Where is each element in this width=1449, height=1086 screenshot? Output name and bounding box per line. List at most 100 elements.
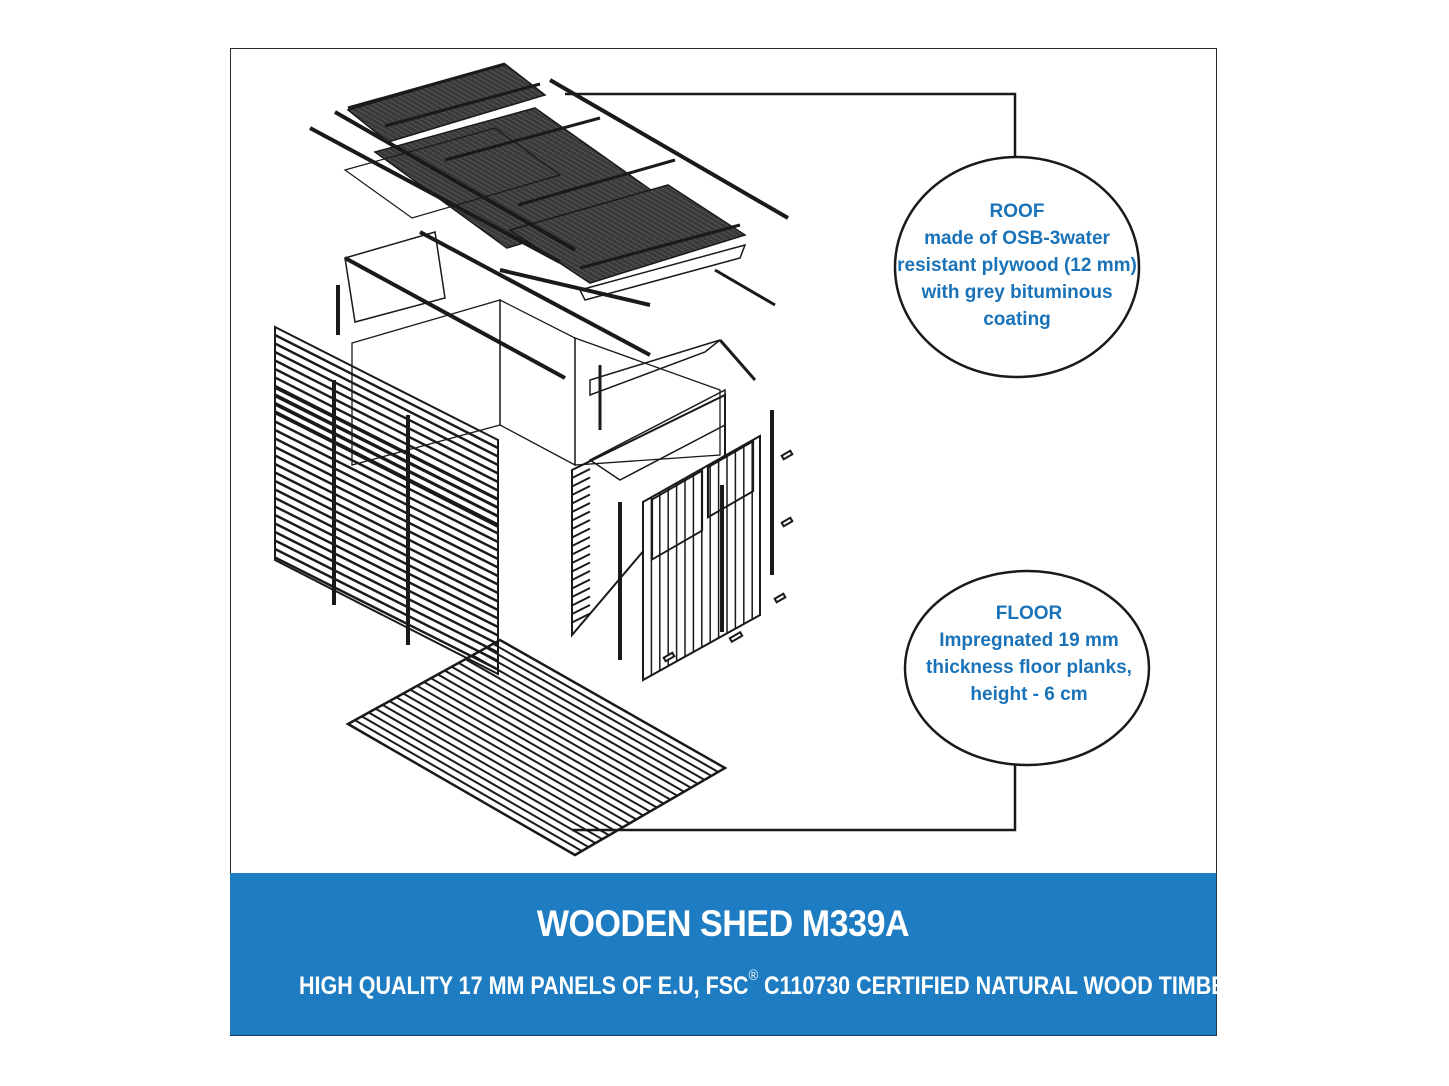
floor-plank xyxy=(485,646,712,777)
registered-mark: ® xyxy=(748,967,759,984)
wall-board xyxy=(274,445,499,561)
wall-board xyxy=(274,359,499,475)
roof-callout: ROOF made of OSB-3water resistant plywoo… xyxy=(897,198,1137,333)
roof-beam xyxy=(384,82,541,128)
floor-plank xyxy=(444,669,671,801)
wall-board xyxy=(571,561,591,573)
floor-plank xyxy=(409,688,637,821)
floor-plank xyxy=(492,642,719,773)
floor-plank xyxy=(361,715,590,848)
roof-beam xyxy=(517,158,676,207)
roof-callout-line: with grey bituminous xyxy=(921,282,1113,303)
wall-board xyxy=(571,553,591,564)
wall-board xyxy=(274,530,499,646)
floor-callout-line: height - 6 cm xyxy=(970,684,1088,705)
product-banner: WOODEN SHED M339A HIGH QUALITY 17 MM PAN… xyxy=(230,873,1241,1036)
floor-plank xyxy=(471,654,699,785)
roof-beam xyxy=(309,126,561,264)
floor-callout-line: Impregnated 19 mm xyxy=(939,630,1119,651)
wall-board xyxy=(274,522,499,637)
wall-board xyxy=(274,394,499,510)
wall-board xyxy=(274,367,499,484)
roof-leader-line xyxy=(565,92,1017,158)
roof-callout-ellipse xyxy=(893,155,1141,379)
floor-plank xyxy=(388,700,617,833)
roof-beam xyxy=(334,110,576,252)
wall-board xyxy=(571,502,591,513)
wall-board xyxy=(571,578,591,590)
floor-plank xyxy=(430,677,658,809)
floor-assembly xyxy=(345,638,728,857)
floor-plank xyxy=(464,658,692,789)
wall-board xyxy=(274,350,499,467)
roof-callout-line: coating xyxy=(983,309,1051,330)
floor-callout-line: thickness floor planks, xyxy=(926,657,1132,678)
floor-plank xyxy=(458,662,685,793)
floor-plank xyxy=(354,719,583,852)
roof-beam xyxy=(444,116,601,162)
subtitle-part: C110730 CERTIFIED NATURAL WOOD TIMBER xyxy=(758,972,1242,1000)
wall-board xyxy=(274,454,499,569)
roof-beam xyxy=(347,62,506,110)
wall-board xyxy=(571,612,591,624)
side-wall-left xyxy=(274,285,499,676)
floor-plank xyxy=(402,692,631,825)
floor-plank xyxy=(375,707,603,841)
wall-board xyxy=(571,527,591,539)
floor-plank xyxy=(395,696,624,829)
wall-board xyxy=(571,476,591,488)
wall-board xyxy=(571,587,591,598)
roof-callout-line: resistant plywood (12 mm) xyxy=(897,255,1137,276)
wall-board xyxy=(274,411,499,527)
floor-callout-ellipse xyxy=(903,569,1151,767)
roof-trim xyxy=(578,243,747,301)
wall-board xyxy=(274,479,499,595)
wall-board xyxy=(274,505,499,620)
wall-board xyxy=(274,556,499,671)
wall-board xyxy=(571,485,591,496)
floor-plank xyxy=(451,665,678,797)
floor-plank xyxy=(382,704,610,837)
wall-board xyxy=(274,376,499,492)
wall-board xyxy=(571,570,591,581)
product-subtitle: HIGH QUALITY 17 MM PANELS OF E.U, FSC® C… xyxy=(299,967,1241,1001)
floor-plank xyxy=(423,681,651,813)
roof-assembly xyxy=(309,62,790,307)
wall-board xyxy=(571,468,591,479)
wall-board xyxy=(274,513,499,629)
roof-beam xyxy=(548,78,790,220)
floor-plank xyxy=(478,650,706,781)
wall-board xyxy=(571,493,591,505)
wall-board xyxy=(274,547,499,663)
wall-board xyxy=(274,420,499,535)
roof-panel xyxy=(508,184,747,284)
subtitle-part: HIGH QUALITY 17 MM PANELS OF E.U, FSC xyxy=(299,972,749,1000)
wall-board xyxy=(274,496,499,612)
wall-board xyxy=(274,428,499,544)
floor-callout: FLOOR Impregnated 19 mm thickness floor … xyxy=(905,600,1153,708)
gable-frames xyxy=(344,230,757,430)
wall-board xyxy=(274,462,499,578)
wall-board xyxy=(274,333,499,450)
product-title: WOODEN SHED M339A xyxy=(536,903,910,944)
roof-callout-line: made of OSB-3water xyxy=(924,228,1110,249)
hinges xyxy=(662,449,794,663)
wall-board xyxy=(274,471,499,586)
wall-board xyxy=(274,403,499,518)
wall-board xyxy=(571,595,591,607)
wall-board xyxy=(571,544,591,556)
wall-board xyxy=(274,384,499,501)
floor-callout-heading: FLOOR xyxy=(995,603,1063,624)
wall-board xyxy=(274,539,499,654)
wall-board xyxy=(571,510,591,522)
roof-beam xyxy=(579,223,741,270)
double-door xyxy=(618,410,774,682)
floor-leader-line xyxy=(572,764,1017,832)
floor-plank xyxy=(416,684,644,817)
wall-board xyxy=(274,437,499,552)
wall-board xyxy=(274,342,499,458)
wall-board xyxy=(571,604,591,615)
floor-plank xyxy=(437,673,665,805)
wall-board xyxy=(571,519,591,530)
